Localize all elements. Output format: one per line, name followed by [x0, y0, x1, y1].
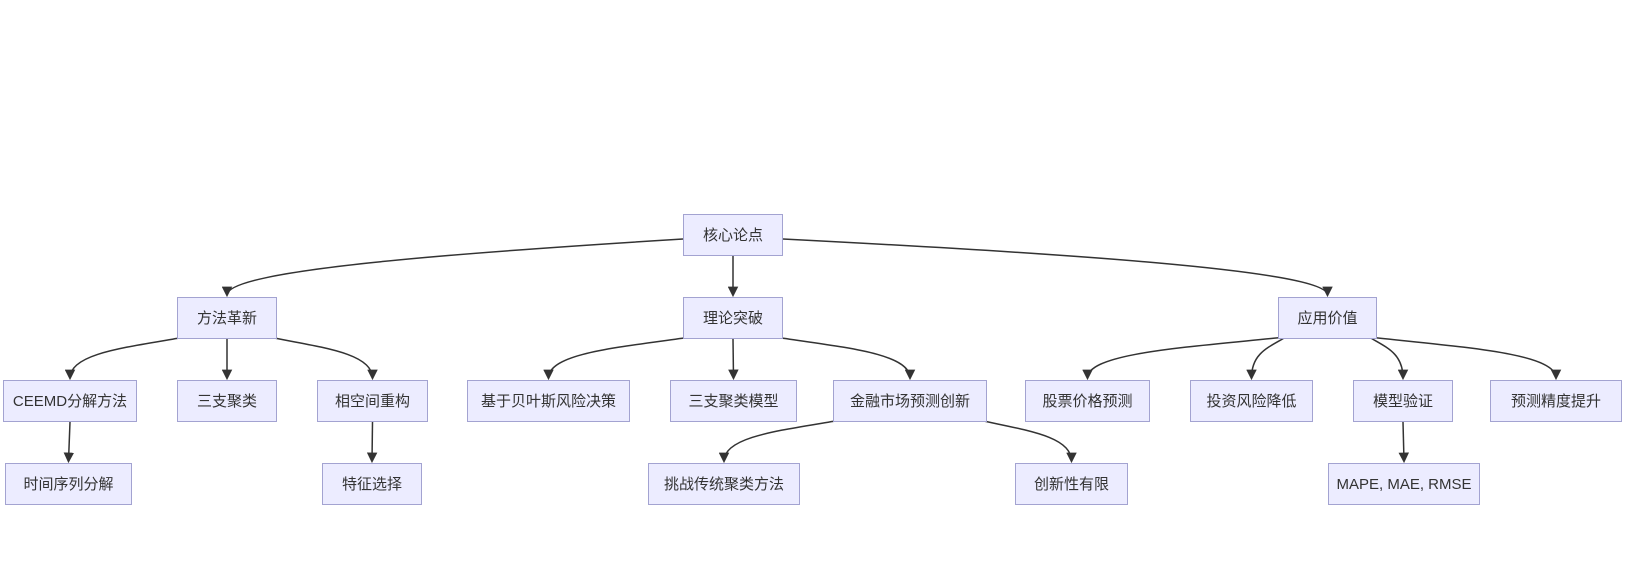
flowchart-node-stock: 股票价格预测: [1025, 380, 1150, 422]
flowchart-node-limited: 创新性有限: [1015, 463, 1128, 505]
flowchart-node-accuracy: 预测精度提升: [1490, 380, 1622, 422]
node-label: 投资风险降低: [1206, 392, 1297, 410]
node-label: 相空间重构: [334, 392, 410, 410]
node-label: 模型验证: [1372, 392, 1433, 410]
edge-finance-limited: [978, 419, 1077, 464]
edge-application-accuracy: [1368, 336, 1562, 381]
edge-method-phase: [268, 336, 378, 381]
edge-application-invest: [1246, 336, 1287, 381]
edge-validate-mape: [1398, 421, 1410, 464]
flowchart-node-theory: 理论突破: [683, 297, 783, 339]
node-label: 核心论点: [702, 226, 763, 244]
node-label: 金融市场预测创新: [849, 392, 970, 410]
node-label: CEEMD分解方法: [12, 392, 128, 410]
edge-application-stock: [1082, 336, 1287, 381]
edge-phase-feature: [366, 421, 378, 464]
node-label: MAPE, MAE, RMSE: [1336, 475, 1472, 493]
edge-application-validate: [1368, 336, 1409, 381]
flowchart-node-feature: 特征选择: [322, 463, 422, 505]
node-label: 股票价格预测: [1042, 392, 1133, 410]
node-label: 三支聚类: [196, 392, 257, 410]
node-label: 预测精度提升: [1510, 392, 1601, 410]
node-label: 基于贝叶斯风险决策: [480, 392, 616, 410]
flowchart-node-validate: 模型验证: [1353, 380, 1453, 422]
flowchart-node-invest: 投资风险降低: [1190, 380, 1313, 422]
edge-core-method: [221, 238, 684, 298]
flowchart-node-challenge: 挑战传统聚类方法: [648, 463, 800, 505]
edge-theory-bayes: [543, 336, 692, 381]
edge-ceemd-tsdecomp: [63, 421, 75, 464]
flowchart-node-phase: 相空间重构: [317, 380, 428, 422]
flowchart-node-threemodel: 三支聚类模型: [670, 380, 797, 422]
flowchart-node-bayes: 基于贝叶斯风险决策: [467, 380, 630, 422]
node-label: 应用价值: [1297, 309, 1358, 327]
edge-finance-challenge: [718, 419, 842, 464]
node-label: 理论突破: [702, 309, 763, 327]
flowchart-node-threeway: 三支聚类: [177, 380, 277, 422]
flowchart-node-mape: MAPE, MAE, RMSE: [1328, 463, 1480, 505]
node-label: 方法革新: [196, 309, 257, 327]
node-label: 创新性有限: [1033, 475, 1109, 493]
flowchart-edges: [63, 238, 1562, 464]
edge-method-ceemd: [64, 336, 186, 381]
edge-theory-threemodel: [728, 338, 739, 381]
flowchart-node-core: 核心论点: [683, 214, 783, 256]
node-label: 特征选择: [341, 475, 402, 493]
flowchart-node-ceemd: CEEMD分解方法: [3, 380, 137, 422]
flowchart-node-tsdecomp: 时间序列分解: [5, 463, 132, 505]
node-label: 三支聚类模型: [688, 392, 779, 410]
flowchart-node-method: 方法革新: [177, 297, 277, 339]
flowchart-node-application: 应用价值: [1278, 297, 1377, 339]
node-label: 时间序列分解: [23, 475, 114, 493]
edge-theory-finance: [774, 336, 916, 381]
edge-core-application: [782, 238, 1333, 298]
flowchart-node-finance: 金融市场预测创新: [833, 380, 987, 422]
node-label: 挑战传统聚类方法: [663, 475, 784, 493]
